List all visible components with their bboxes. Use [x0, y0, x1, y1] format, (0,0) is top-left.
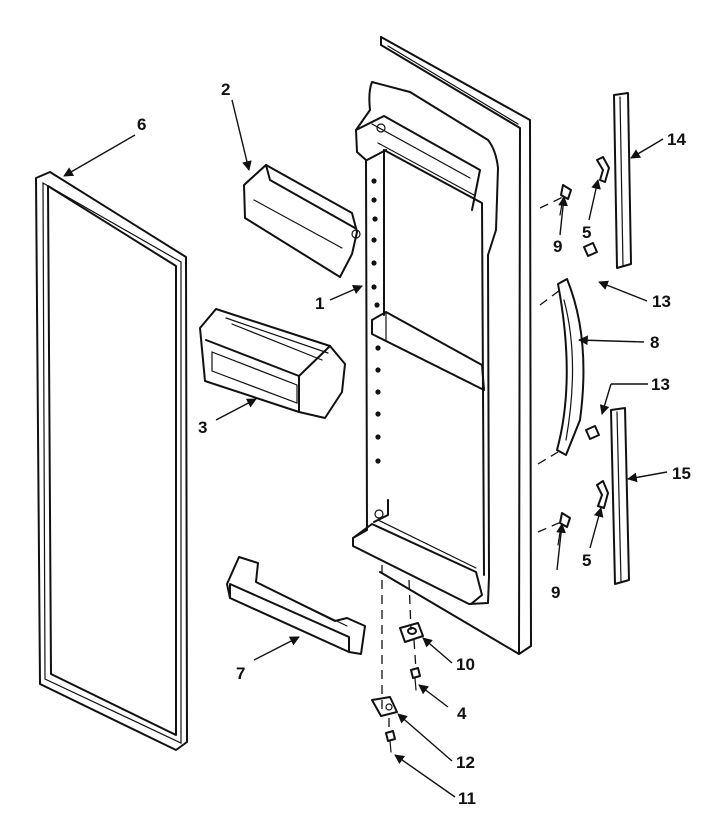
callout-5-upper: 5	[582, 223, 591, 242]
door-handle	[556, 278, 585, 456]
callout-11: 11	[458, 789, 476, 808]
callout-10: 10	[456, 655, 475, 674]
handle-screw-upper	[583, 242, 598, 257]
lower-hinge	[371, 696, 398, 717]
callout-5-lower: 5	[582, 551, 591, 570]
trim-clip-lower	[596, 480, 609, 509]
callout-13-upper: 13	[652, 292, 671, 311]
callout-12: 12	[456, 753, 475, 772]
trim-clip-upper	[596, 156, 610, 183]
screw-upper	[559, 184, 572, 216]
callout-8: 8	[650, 333, 659, 352]
door-shelf	[226, 556, 366, 655]
handle-trim-upper	[613, 92, 632, 269]
dairy-compartment-door	[243, 164, 361, 278]
assembly-lines	[381, 196, 564, 733]
callout-15: 15	[672, 464, 691, 483]
callout-labels: 1 2 3 4 5 5 6 7 8 9 9 10 11 12 13 13 14 …	[137, 80, 691, 808]
callout-14: 14	[667, 130, 686, 149]
callout-3: 3	[198, 418, 207, 437]
callout-6: 6	[137, 115, 146, 134]
hinge-screw	[410, 667, 421, 691]
callout-2: 2	[221, 80, 230, 99]
callout-9-upper: 9	[553, 237, 562, 256]
leader-lines	[63, 99, 668, 798]
door-gasket	[35, 171, 188, 751]
callout-9-lower: 9	[551, 583, 560, 602]
door-bin	[199, 308, 346, 419]
hinge	[399, 622, 424, 643]
callout-13-lower: 13	[651, 375, 670, 394]
callout-7: 7	[236, 664, 245, 683]
handle-trim-lower	[610, 407, 630, 585]
callout-1: 1	[315, 294, 324, 313]
callout-4: 4	[457, 704, 467, 723]
door-liner	[352, 36, 532, 655]
handle-screw-lower	[585, 425, 600, 440]
lower-hinge-screw	[385, 730, 396, 753]
